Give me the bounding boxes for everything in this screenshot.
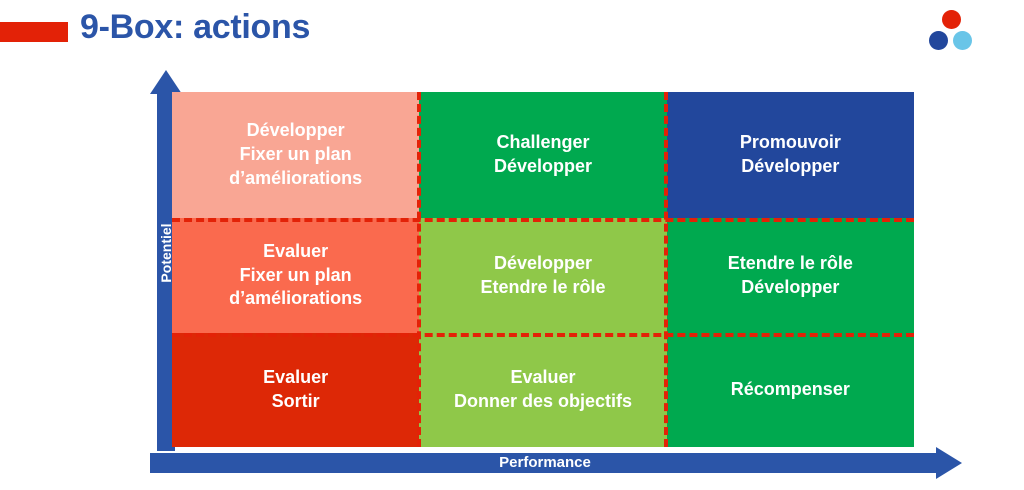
light-blue-dot-icon <box>953 31 972 50</box>
cell-text-line: Donner des objectifs <box>453 391 632 411</box>
cell-text-line: Développer <box>741 156 840 176</box>
three-dot-logo <box>925 10 985 56</box>
cell-text-line: Evaluer <box>510 367 576 388</box>
cell-text-line: Fixer un plan <box>239 144 352 165</box>
y-axis-arrowhead-icon <box>150 70 182 94</box>
y-axis-arrow: Potentiel <box>150 70 182 451</box>
cell-text-line: Fixer un plan <box>239 264 352 285</box>
red-dot-icon <box>942 10 961 29</box>
cell-text-line: Développer <box>741 276 840 297</box>
cell-text-line: Développer <box>493 156 593 176</box>
cell-low-potential-high-performance[interactable]: Récompenser <box>666 333 914 447</box>
cell-text-line: Sortir <box>271 391 320 411</box>
x-axis-arrow: Performance <box>150 447 1024 479</box>
cell-text-line: d’améliorations <box>229 167 363 188</box>
cell-text-line: Etendre le rôle <box>727 252 853 273</box>
x-axis-shaft <box>150 453 938 473</box>
title-accent-bar <box>0 22 68 42</box>
cell-text-line: Challenger <box>496 132 590 153</box>
cell-text-line: Evaluer <box>263 240 329 261</box>
x-axis-arrowhead-icon <box>936 447 962 479</box>
cell-text-line: d’améliorations <box>229 288 363 309</box>
cell-text-line: Récompenser <box>730 379 850 400</box>
x-axis-label: Performance <box>499 454 591 471</box>
cell-text-line: Promouvoir <box>739 132 841 153</box>
cell-text-line: Développer <box>493 252 593 273</box>
cell-text-line: Etendre le rôle <box>480 276 606 297</box>
dark-blue-dot-icon <box>929 31 948 50</box>
cell-text-line: Evaluer <box>263 367 329 388</box>
page-title: 9-Box: actions <box>80 8 311 46</box>
y-axis-shaft <box>157 92 175 451</box>
cell-text-line: Développer <box>246 120 345 141</box>
